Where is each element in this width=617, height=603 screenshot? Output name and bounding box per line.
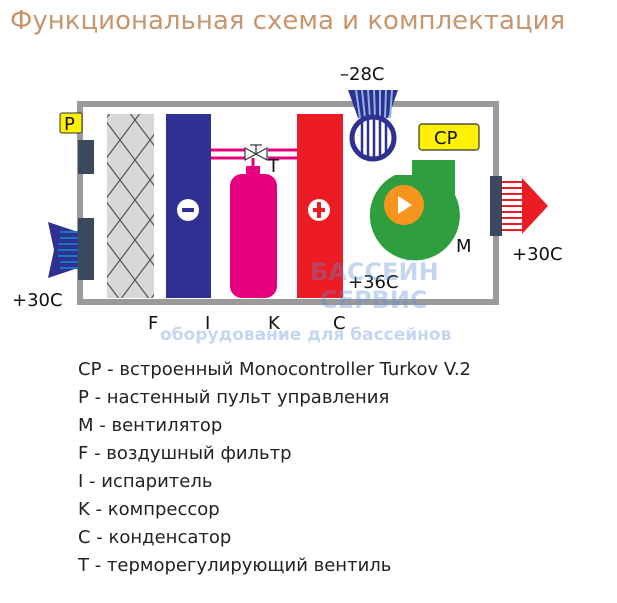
wall-panel-upper (78, 140, 94, 174)
condenser-temp-label: +36C (348, 272, 399, 293)
compressor (230, 166, 277, 298)
legend-item: T - терморегулирующий вентиль (78, 555, 392, 576)
svg-text:БАССЕЙН: БАССЕЙН (310, 257, 439, 286)
outside-air-intake (348, 89, 398, 162)
inlet-air-arrow (48, 222, 78, 278)
legend-item: I - испаритель (78, 471, 213, 492)
legend-item: CP - встроенный Monocontroller Turkov V.… (78, 359, 471, 380)
legend-list: CP - встроенный Monocontroller Turkov V.… (78, 356, 471, 580)
legend-item: K - компрессор (78, 499, 220, 520)
play-icon (398, 196, 412, 214)
condenser (297, 114, 343, 298)
thermostatic-valve-icon (244, 144, 268, 162)
cp-badge: CP (418, 123, 480, 151)
outside-temp-label: –28C (340, 64, 384, 85)
svg-text:оборудование для бассейнов: оборудование для бассейнов (160, 325, 452, 345)
i-label: I (205, 313, 210, 334)
f-label: F (148, 313, 158, 334)
functional-diagram: P T (12, 64, 563, 345)
inlet-temp-label: +30C (12, 290, 63, 311)
outlet-temp-label: +30C (512, 244, 563, 265)
svg-text:СЕРВИС: СЕРВИС (320, 286, 428, 314)
legend-item: M - вентилятор (78, 415, 223, 436)
diagram-title: Функциональная схема и комплектация (10, 6, 566, 36)
air-filter (107, 114, 154, 298)
m-label: M (456, 236, 472, 257)
p-badge: P (59, 112, 83, 135)
k-label: K (268, 313, 281, 334)
outlet-air-arrow (502, 178, 548, 234)
legend-item: F - воздушный фильтр (78, 443, 292, 464)
outlet-panel (490, 176, 502, 236)
fan (369, 160, 460, 261)
refrigerant-piping (211, 148, 297, 172)
watermark: БАССЕЙН СЕРВИС оборудование для бассейно… (160, 257, 452, 345)
svg-text:CP: CP (434, 128, 458, 149)
legend-item: P - настенный пульт управления (78, 387, 390, 408)
legend-item: C - конденсатор (78, 527, 232, 548)
c-label: C (333, 313, 346, 334)
wall-panel-lower (78, 218, 94, 280)
svg-text:P: P (64, 114, 75, 135)
t-label: T (267, 156, 280, 177)
evaporator (166, 114, 211, 298)
